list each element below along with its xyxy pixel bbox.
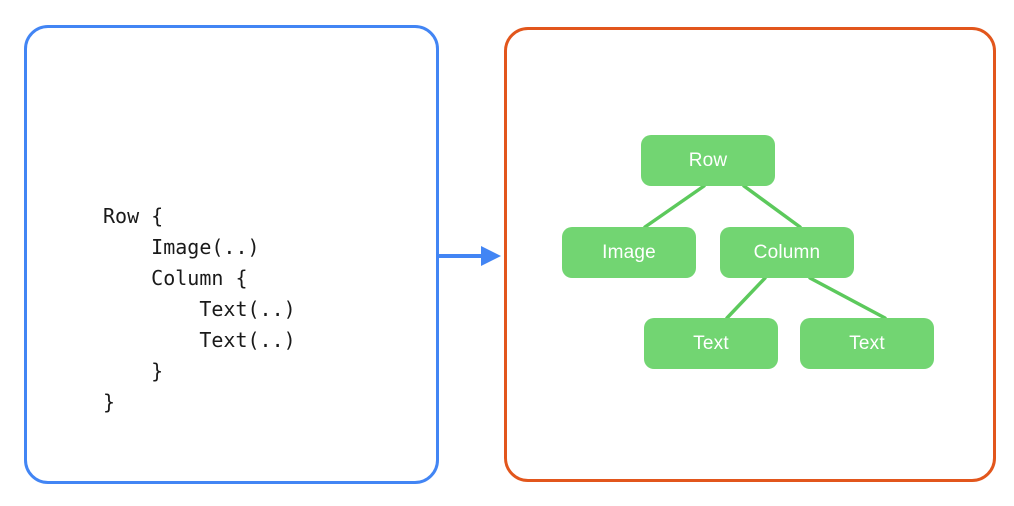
composable-code-snippet: Row { Image(..) Column { Text(..) Text(.…: [103, 204, 296, 414]
code-panel: Row { Image(..) Column { Text(..) Text(.…: [24, 25, 439, 484]
tree-node-text-1[interactable]: Text: [644, 318, 778, 369]
tree-node-label: Text: [693, 332, 729, 354]
tree-node-label: Text: [849, 332, 885, 354]
tree-node-row[interactable]: Row: [641, 135, 775, 186]
flow-arrow-icon: [438, 246, 501, 266]
tree-node-label: Row: [688, 149, 728, 171]
tree-node-label: Image: [602, 241, 656, 263]
tree-node-image[interactable]: Image: [562, 227, 696, 278]
tree-node-column[interactable]: Column: [720, 227, 854, 278]
tree-node-text-2[interactable]: Text: [800, 318, 934, 369]
tree-node-label: Column: [753, 241, 821, 263]
